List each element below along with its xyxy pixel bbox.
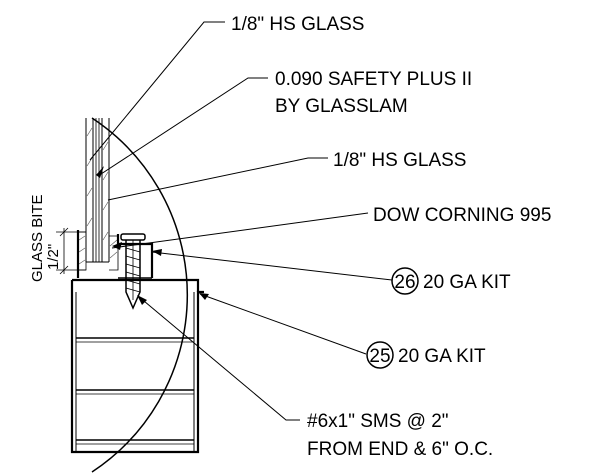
leader-interlayer [97, 77, 268, 177]
callout-interlayer-line2: BY GLASSLAM [275, 96, 408, 117]
glass-bite-dimension [56, 227, 86, 275]
leader-inner-glass [107, 157, 328, 201]
sms-screw [120, 233, 146, 310]
sealant-bead [77, 231, 119, 271]
dimension-value: 1/2" [45, 244, 62, 270]
kit-25-label: 20 GA KIT [398, 346, 486, 367]
callout-inner-glass: 1/8" HS GLASS [333, 150, 466, 171]
kit-26-label: 20 GA KIT [423, 272, 511, 293]
callout-sealant: DOW CORNING 995 [373, 205, 551, 226]
detail-circle-boundary [91, 117, 188, 473]
callout-screw-line1: #6x1" SMS @ 2" [307, 411, 449, 432]
leader-sealant [111, 212, 369, 249]
kit-26-bubble [391, 267, 419, 295]
callout-interlayer-line1: 0.090 SAFETY PLUS II [275, 69, 472, 90]
leader-screw [137, 295, 300, 421]
callout-screw-line2: FROM END & 6" O.C. [307, 439, 493, 460]
callout-outer-glass: 1/8" HS GLASS [231, 14, 364, 35]
laminated-glass-assembly [85, 118, 110, 263]
leader-lines [89, 21, 393, 421]
leader-outer-glass [89, 21, 225, 161]
leader-interlayer-arrow [96, 166, 104, 178]
kit-25-box [70, 278, 204, 454]
leader-kit-26 [151, 251, 393, 281]
kit-26-number: 26 [394, 272, 415, 293]
dimension-label: GLASS BITE [29, 194, 46, 282]
kit-25-number: 25 [369, 346, 390, 367]
leader-kit-25 [199, 293, 367, 355]
kit-25-bubble [366, 341, 394, 369]
